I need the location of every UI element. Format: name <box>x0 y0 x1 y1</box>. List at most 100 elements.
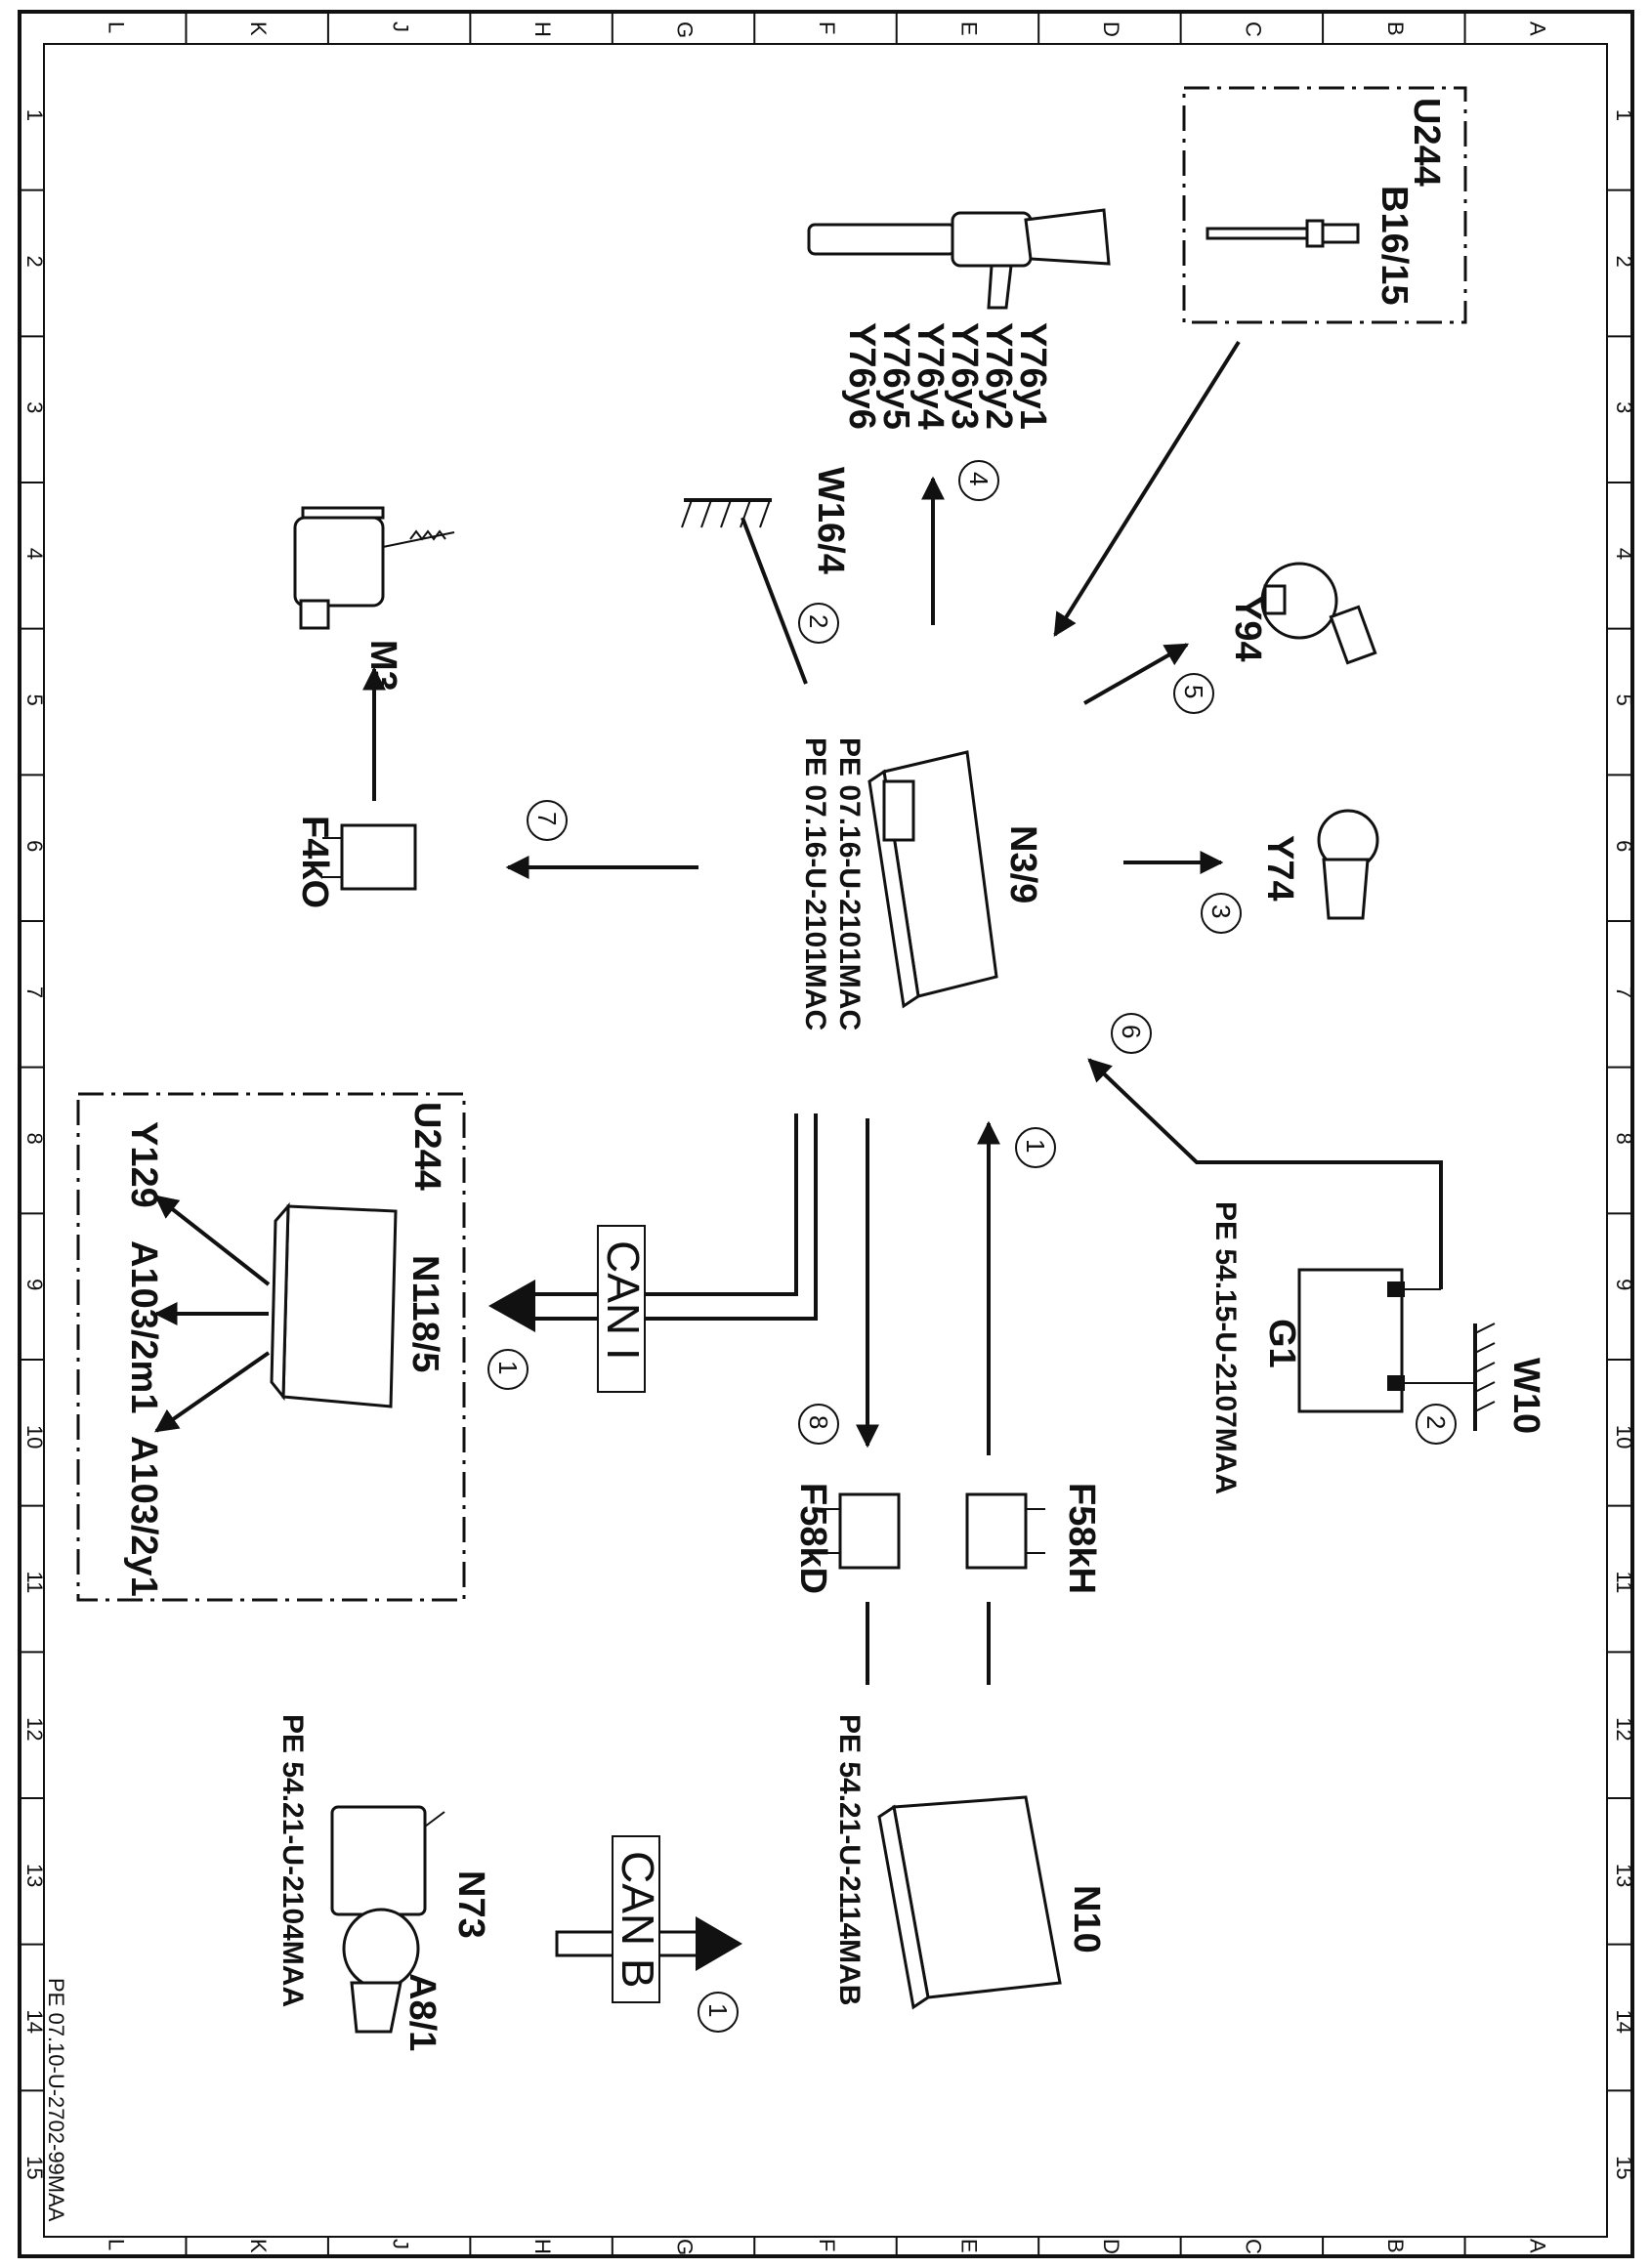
grid-number-left-5: 5 <box>22 694 47 706</box>
n73-ref: PE 54.21-U-2104MAA <box>276 1714 309 2007</box>
outer-frame <box>18 10 1634 2258</box>
grid-number-right-7: 7 <box>1612 987 1636 998</box>
relay-f58kh-icon <box>965 1492 1045 1570</box>
injector-icon <box>807 208 1111 310</box>
step-3: 3 <box>1206 904 1236 918</box>
y76y5-label: Y76y5 <box>875 322 916 430</box>
grid-letter-top-K: K <box>246 21 271 36</box>
y76y4-label: Y76y4 <box>910 322 951 430</box>
can-b-arrowhead <box>696 1916 742 1971</box>
grid-number-left-3: 3 <box>22 401 47 413</box>
footer-code: PE 07.10-U-2702-99MAA <box>44 1978 68 2222</box>
grid-number-left-14: 14 <box>22 2010 47 2034</box>
g1-label: G1 <box>1261 1319 1302 1368</box>
grid-letter-bottom-B: B <box>1383 2239 1408 2253</box>
grid-number-right-15: 15 <box>1612 2156 1636 2179</box>
grid-letter-bottom-D: D <box>1099 2239 1123 2254</box>
grid-letter-bottom-G: G <box>673 2239 698 2255</box>
module-n118-5-icon <box>270 1201 398 1408</box>
grid-letter-bottom-A: A <box>1525 2239 1549 2253</box>
arrow-step-6 <box>1087 1058 1443 1289</box>
a103-2y1-label: A103/2y1 <box>123 1436 164 1597</box>
n10-label: N10 <box>1066 1885 1107 1953</box>
grid-number-left-8: 8 <box>22 1133 47 1145</box>
grid-letter-top-D: D <box>1099 21 1123 37</box>
u244-top-label: U244 <box>1406 98 1447 187</box>
ecu-n3-9-icon <box>867 750 998 1009</box>
grid-letter-top-A: A <box>1525 21 1549 36</box>
valve-y74-icon <box>1317 809 1379 920</box>
grid-letter-top-J: J <box>389 21 413 32</box>
grid-letter-top-B: B <box>1383 21 1408 36</box>
can-i-box <box>597 1225 646 1393</box>
grid-number-right-11: 11 <box>1612 1572 1636 1594</box>
grid-number-left-12: 12 <box>22 1717 47 1741</box>
grid-number-right-8: 8 <box>1612 1133 1636 1145</box>
grid-letter-top-H: H <box>530 21 555 37</box>
arrow-b16-to-n3-9 <box>1053 340 1241 638</box>
can-i-bus-line-2 <box>518 1113 818 1321</box>
step-2-w16: 2 <box>804 614 833 628</box>
step-4: 4 <box>964 472 994 485</box>
y94-label: Y94 <box>1227 596 1268 662</box>
grid-number-right-4: 4 <box>1612 548 1636 560</box>
diagram-content: U244 B16/15 Y76y1 Y76y2 Y76y3 Y76y4 Y76y… <box>44 86 1546 2222</box>
grid-number-left-2: 2 <box>22 256 47 268</box>
y76y6-label: Y76y6 <box>841 322 882 430</box>
step-7: 7 <box>532 812 562 825</box>
temperature-sensor-icon <box>1206 219 1360 248</box>
step-6: 6 <box>1117 1025 1146 1038</box>
valve-y94-icon <box>1260 562 1377 665</box>
step-1-can-i: 1 <box>493 1361 523 1374</box>
grid-number-right-9: 9 <box>1612 1279 1636 1290</box>
can-i-bus-line <box>518 1113 798 1296</box>
grid-number-left-4: 4 <box>22 548 47 560</box>
can-i-label: CAN I <box>598 1240 649 1361</box>
step-5: 5 <box>1179 685 1208 698</box>
step-8: 8 <box>804 1415 833 1429</box>
a8-1-label: A8/1 <box>402 1973 443 2051</box>
f58kh-label: F58kH <box>1061 1483 1102 1594</box>
grid-number-right-1: 1 <box>1612 109 1636 121</box>
ground-w16-4-icon <box>681 498 808 685</box>
grid-number-right-2: 2 <box>1612 256 1636 268</box>
arrow-to-y129 <box>154 1195 271 1286</box>
grid-number-left-13: 13 <box>22 1864 47 1887</box>
a103-2m1-label: A103/2m1 <box>123 1240 164 1413</box>
n3-9-ref-2: PE 07.16-U-2101MAC <box>799 737 831 1030</box>
y76y2-label: Y76y2 <box>978 322 1019 430</box>
can-b-box <box>612 1835 660 2003</box>
m3-label: M3 <box>362 640 403 692</box>
grid-letter-top-L: L <box>105 21 129 33</box>
grid-number-right-12: 12 <box>1612 1717 1636 1741</box>
grid-number-right-3: 3 <box>1612 401 1636 413</box>
b16-15-label: B16/15 <box>1374 186 1415 306</box>
grid-letter-top-G: G <box>673 21 698 38</box>
grid-number-right-14: 14 <box>1612 2010 1636 2034</box>
u244-top-box <box>1182 86 1467 324</box>
grid-letter-bottom-K: K <box>246 2239 271 2253</box>
grid-number-left-7: 7 <box>22 987 47 998</box>
grid-letter-bottom-F: F <box>815 2239 839 2251</box>
n118-5-label: N118/5 <box>404 1255 445 1372</box>
y76y1-label: Y76y1 <box>1012 322 1053 430</box>
inner-frame <box>43 43 1608 2238</box>
grid-letter-bottom-J: J <box>389 2239 413 2249</box>
f58kd-label: F58kD <box>792 1483 833 1594</box>
grid-number-left-1: 1 <box>22 109 47 121</box>
y74-label: Y74 <box>1259 835 1300 902</box>
y76y3-label: Y76y3 <box>944 322 985 430</box>
f4k0-label: F4kO <box>294 816 335 908</box>
u244-bottom-label: U244 <box>406 1102 447 1191</box>
grid-letter-top-E: E <box>956 21 981 36</box>
fuel-pump-icon <box>293 506 455 630</box>
ignition-switch-n73-icon <box>330 1805 445 2034</box>
grid-number-right-6: 6 <box>1612 840 1636 852</box>
grid-letter-bottom-C: C <box>1241 2239 1265 2254</box>
w16-4-label: W16/4 <box>810 467 851 574</box>
arrow-step-5 <box>1083 643 1190 705</box>
grid-number-right-10: 10 <box>1612 1425 1636 1449</box>
